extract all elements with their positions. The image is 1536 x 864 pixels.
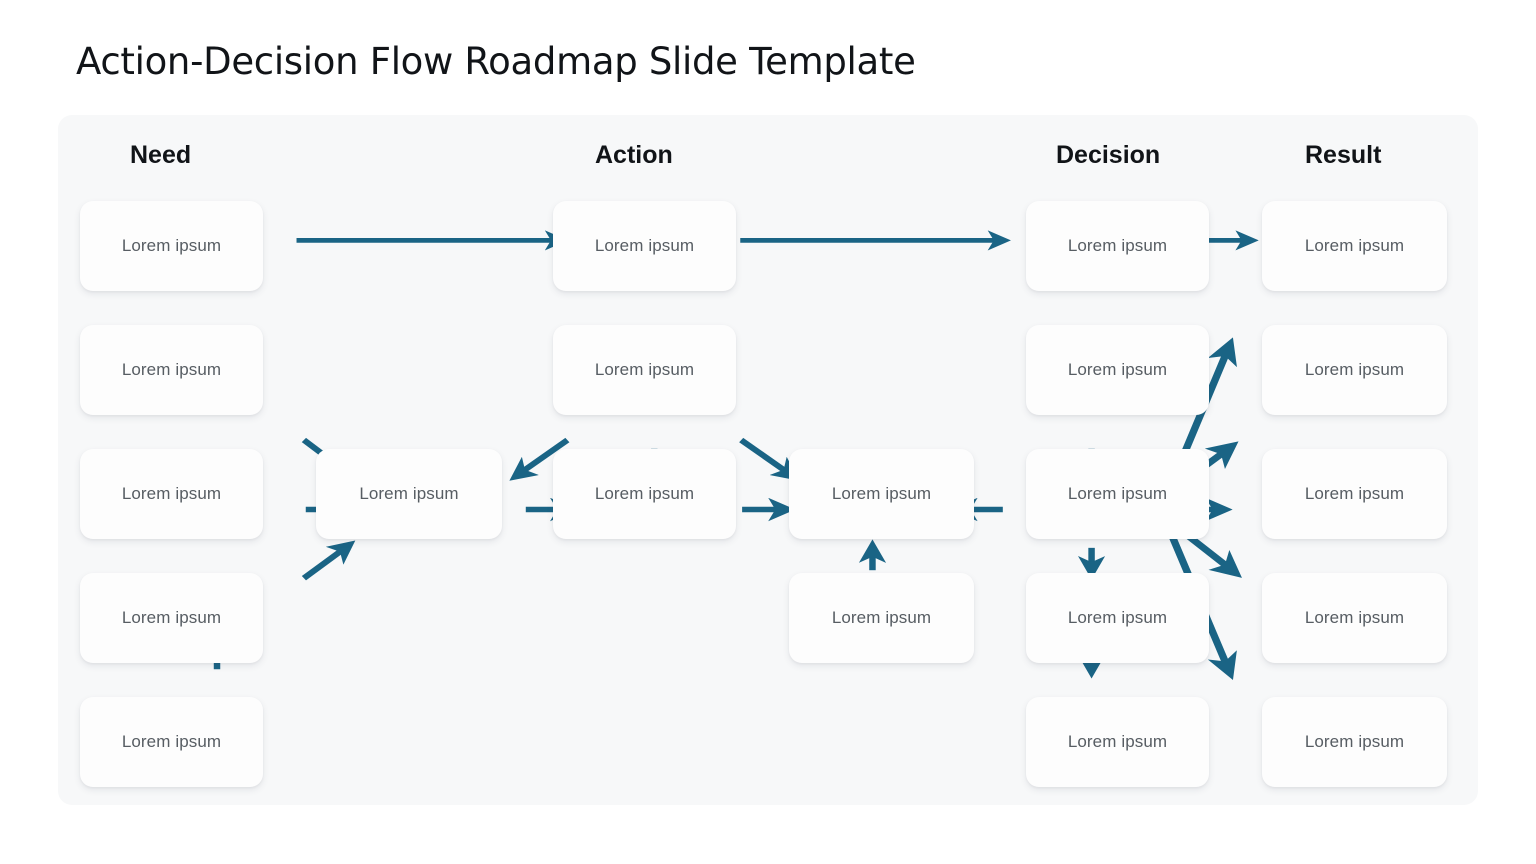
node-card-label: Lorem ipsum bbox=[1304, 484, 1405, 503]
column-header-action: Action bbox=[595, 141, 673, 169]
node-card-label: Lorem ipsum bbox=[1067, 236, 1168, 255]
node-card-action-2[interactable]: Lorem ipsum bbox=[553, 325, 736, 415]
node-card-need-4[interactable]: Lorem ipsum bbox=[80, 573, 263, 663]
column-header-need: Need bbox=[130, 141, 192, 169]
connector-action2-to-bridge2 bbox=[739, 437, 800, 481]
node-card-label: Lorem ipsum bbox=[1067, 608, 1168, 627]
node-card-bridge-2-2[interactable]: Lorem ipsum bbox=[789, 573, 974, 663]
column-header-result: Result bbox=[1305, 141, 1382, 169]
node-card-label: Lorem ipsum bbox=[121, 484, 222, 503]
node-card-label: Lorem ipsum bbox=[831, 484, 932, 503]
node-card-label: Lorem ipsum bbox=[1067, 732, 1168, 751]
node-card-label: Lorem ipsum bbox=[121, 608, 222, 627]
node-card-action-3[interactable]: Lorem ipsum bbox=[553, 449, 736, 539]
node-card-label: Lorem ipsum bbox=[831, 608, 932, 627]
node-card-label: Lorem ipsum bbox=[121, 236, 222, 255]
node-card-label: Lorem ipsum bbox=[1304, 732, 1405, 751]
node-card-bridge-2-1[interactable]: Lorem ipsum bbox=[789, 449, 974, 539]
connector-action2-to-bridge1 bbox=[509, 437, 570, 481]
node-card-label: Lorem ipsum bbox=[594, 236, 695, 255]
node-card-bridge-1-1[interactable]: Lorem ipsum bbox=[316, 449, 502, 539]
node-card-label: Lorem ipsum bbox=[121, 360, 222, 379]
node-card-label: Lorem ipsum bbox=[594, 484, 695, 503]
node-card-label: Lorem ipsum bbox=[1067, 360, 1168, 379]
node-card-result-2[interactable]: Lorem ipsum bbox=[1262, 325, 1447, 415]
node-card-decision-4[interactable]: Lorem ipsum bbox=[1026, 573, 1209, 663]
node-card-label: Lorem ipsum bbox=[1304, 608, 1405, 627]
node-card-decision-5[interactable]: Lorem ipsum bbox=[1026, 697, 1209, 787]
node-card-need-5[interactable]: Lorem ipsum bbox=[80, 697, 263, 787]
connector-need4-to-bridge1 bbox=[301, 540, 356, 581]
node-card-action-1[interactable]: Lorem ipsum bbox=[553, 201, 736, 291]
node-card-label: Lorem ipsum bbox=[1304, 360, 1405, 379]
node-card-result-3[interactable]: Lorem ipsum bbox=[1262, 449, 1447, 539]
node-card-result-4[interactable]: Lorem ipsum bbox=[1262, 573, 1447, 663]
node-card-result-5[interactable]: Lorem ipsum bbox=[1262, 697, 1447, 787]
node-card-need-2[interactable]: Lorem ipsum bbox=[80, 325, 263, 415]
node-card-decision-1[interactable]: Lorem ipsum bbox=[1026, 201, 1209, 291]
node-card-label: Lorem ipsum bbox=[594, 360, 695, 379]
node-card-need-3[interactable]: Lorem ipsum bbox=[80, 449, 263, 539]
node-card-decision-2[interactable]: Lorem ipsum bbox=[1026, 325, 1209, 415]
node-card-need-1[interactable]: Lorem ipsum bbox=[80, 201, 263, 291]
node-card-label: Lorem ipsum bbox=[121, 732, 222, 751]
node-card-label: Lorem ipsum bbox=[1304, 236, 1405, 255]
column-header-decision: Decision bbox=[1056, 141, 1161, 169]
node-card-decision-3[interactable]: Lorem ipsum bbox=[1026, 449, 1209, 539]
node-card-label: Lorem ipsum bbox=[359, 484, 459, 503]
node-card-result-1[interactable]: Lorem ipsum bbox=[1262, 201, 1447, 291]
node-card-label: Lorem ipsum bbox=[1067, 484, 1168, 503]
page-title: Action-Decision Flow Roadmap Slide Templ… bbox=[76, 40, 916, 83]
